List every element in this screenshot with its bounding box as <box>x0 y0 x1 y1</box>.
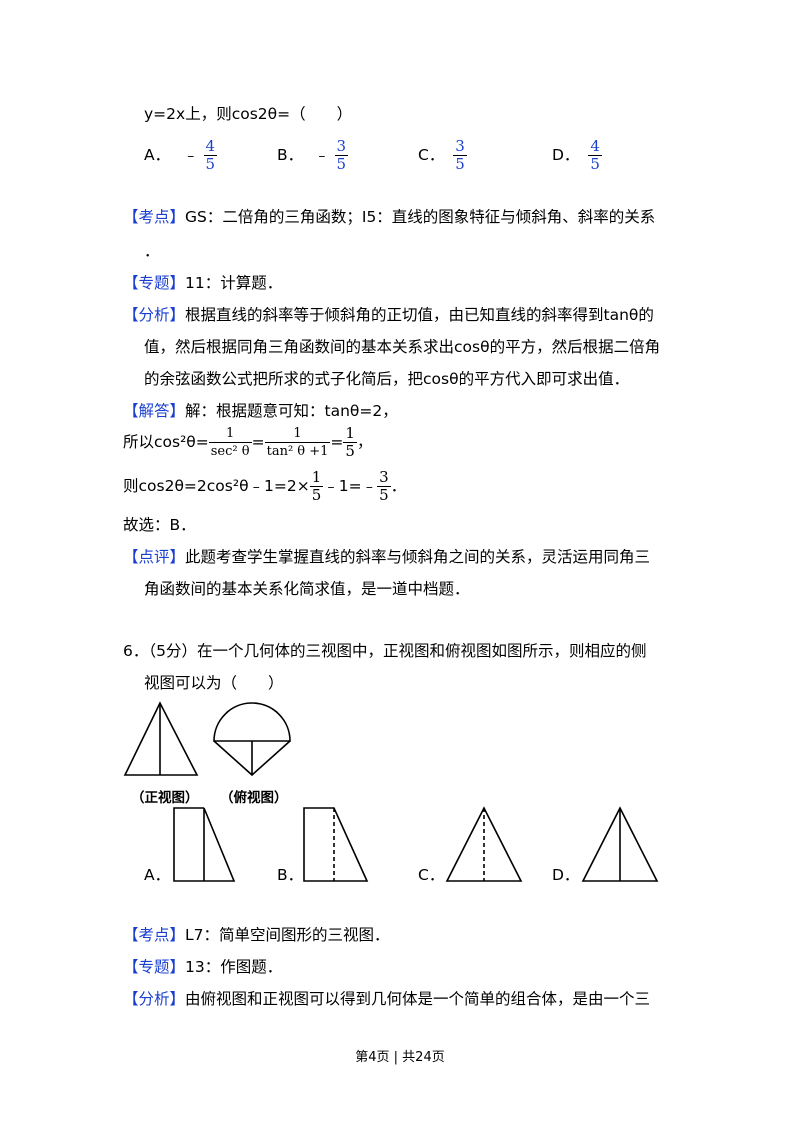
q6-fenxi: 【分析】由俯视图和正视图可以得到几何体是一个简单的组合体，是由一个三 <box>123 988 650 1010</box>
q5-dianping: 【点评】此题考查学生掌握直线的斜率与倾斜角之间的关系，灵活运用同角三 <box>123 546 650 568</box>
zhuanti-tag: 【专题】 <box>123 274 186 292</box>
fenxi-line: 的余弦函数公式把所求的式子化简后，把cosθ的平方代入即可求出值． <box>144 370 630 388</box>
minus-sign: ﹣ <box>314 146 330 164</box>
option-b-figure <box>303 807 369 882</box>
q6-kaodian: 【考点】L7：简单空间图形的三视图． <box>123 924 390 946</box>
option-label: A． <box>144 146 171 164</box>
jieda-tag: 【解答】 <box>123 402 186 420</box>
fenxi-tag: 【分析】 <box>123 306 186 324</box>
sol-text: ， <box>356 433 373 451</box>
kaodian-text: GS：二倍角的三角函数；I5：直线的图象特征与倾斜角、斜率的关系 <box>185 208 656 226</box>
zhuanti-text: 13：作图题． <box>185 958 283 976</box>
option-d-figure <box>581 806 659 882</box>
q6-option-c-label: C． <box>418 866 445 884</box>
jieda-text: 解：根据题意可知：tanθ=2， <box>185 402 398 420</box>
option-a-figure <box>173 807 236 882</box>
zhuanti-tag: 【专题】 <box>123 958 186 976</box>
kaodian-tag: 【考点】 <box>123 208 186 226</box>
equals: = <box>330 433 344 451</box>
zhuanti-text: 11：计算题． <box>185 274 283 292</box>
q5-fenxi: 【分析】根据直线的斜率等于倾斜角的正切值，由已知直线的斜率得到tanθ的 <box>123 304 654 326</box>
q5-kaodian-cont: ． <box>144 242 160 260</box>
fenxi-line: 值，然后根据同角三角函数间的基本关系求出cosθ的平方，然后根据二倍角 <box>144 338 661 356</box>
page-footer: 第4页 | 共24页 <box>355 1050 445 1065</box>
q6-stem-line1: 6．（5分）在一个几何体的三视图中，正视图和俯视图如图所示，则相应的侧 <box>123 642 647 660</box>
q5-zhuanti: 【专题】11：计算题． <box>123 272 282 294</box>
equals: = <box>251 433 265 451</box>
fenxi-text: 由俯视图和正视图可以得到几何体是一个简单的组合体，是由一个三 <box>185 990 651 1008</box>
q6-option-b-label: B． <box>277 866 304 884</box>
q5-jieda: 【解答】解：根据题意可知：tanθ=2， <box>123 400 398 422</box>
q5-stem-tail: y=2x上，则cos2θ=（ ） <box>144 105 353 123</box>
dianping-text: 此题考查学生掌握直线的斜率与倾斜角之间的关系，灵活运用同角三 <box>185 548 651 566</box>
guxuan: 故选：B． <box>123 516 196 534</box>
front-view-figure <box>123 701 199 776</box>
option-label: B． <box>277 146 304 164</box>
q6-stem-line2: 视图可以为（ ） <box>144 674 284 692</box>
q6-zhuanti: 【专题】13：作图题． <box>123 956 282 978</box>
q6-option-a-label: A． <box>144 866 171 884</box>
sol-text: 则cos2θ=2cos²θ﹣1=2× <box>123 477 310 495</box>
top-view-figure <box>213 702 291 777</box>
top-view-caption: （俯视图） <box>220 790 288 806</box>
option-label: C． <box>418 146 445 164</box>
sol-text: 所以cos²θ= <box>123 433 209 451</box>
option-label: D． <box>552 146 580 164</box>
q5-kaodian: 【考点】GS：二倍角的三角函数；I5：直线的图象特征与倾斜角、斜率的关系 <box>123 206 655 228</box>
q6-option-d-label: D． <box>552 866 580 884</box>
kaodian-text: L7：简单空间图形的三视图． <box>185 926 390 944</box>
fenxi-tag: 【分析】 <box>123 990 186 1008</box>
fenxi-line: 根据直线的斜率等于倾斜角的正切值，由已知直线的斜率得到tanθ的 <box>185 306 654 324</box>
option-c-figure <box>445 806 523 882</box>
sol-text: ﹣1=﹣ <box>323 477 378 495</box>
dianping-tag: 【点评】 <box>123 548 186 566</box>
kaodian-tag: 【考点】 <box>123 926 186 944</box>
sol-text: ． <box>390 477 407 495</box>
minus-sign: ﹣ <box>183 146 199 164</box>
front-view-caption: （正视图） <box>131 790 199 806</box>
dianping-line: 角函数间的基本关系化简求值，是一道中档题． <box>144 580 470 598</box>
